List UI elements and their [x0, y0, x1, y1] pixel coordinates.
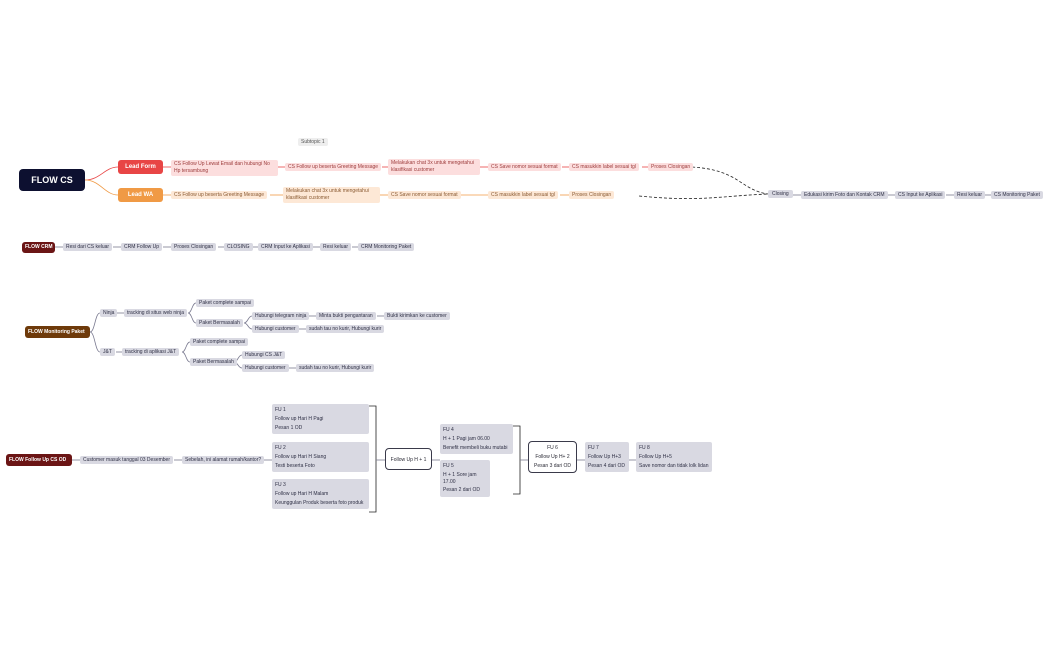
flow-monitoring-root[interactable]: FLOW Monitoring Paket [25, 326, 90, 338]
fu5-card[interactable]: FU 5 H + 1 Sore jam 17.00 Pesan 2 dari O… [440, 460, 490, 497]
lead-wa-step-1[interactable]: CS Follow up beserta Greeting Message [171, 191, 268, 199]
ninja-node[interactable]: Ninja [100, 309, 118, 317]
lead-wa-step-2[interactable]: Melakukan chat 3x untuk mengetahui klasi… [283, 187, 380, 203]
fu4-title: FU 4 [443, 427, 454, 433]
fu2-title: FU 2 [275, 445, 286, 451]
lead-form-step-2[interactable]: CS Follow up beserta Greeting Message [285, 163, 382, 171]
follow-up-h1-node[interactable]: Follow Up H + 1 [385, 448, 432, 470]
fu1-card[interactable]: FU 1 Follow up Hari H Pagi Pesan 1 OD [272, 404, 369, 435]
fu5-line-2: Pesan 2 dari OD [443, 487, 480, 494]
fu3-card[interactable]: FU 3 Follow up Hari H Malam Keunggulan P… [272, 479, 369, 510]
ninja-problem[interactable]: Paket Bermasalah [196, 319, 243, 327]
fu4-card[interactable]: FU 4 H + 1 Pagi jam 06.00 Benefit membel… [440, 424, 513, 455]
ninja-contact-customer[interactable]: Hubungi customer [252, 325, 299, 333]
fu1-line-1: Follow up Hari H Pagi [275, 415, 324, 422]
fu8-line-2: Save nomor dan tidak lolk lidan [639, 462, 709, 469]
fu8-card[interactable]: FU 8 Follow Up H+5 Save nomor dan tidak … [636, 442, 712, 473]
fu7-line-1: Follow Up H+3 [588, 453, 621, 460]
fu4-line-2: Benefit membeli buku mutabi [443, 444, 508, 451]
followup-ask-address[interactable]: Sebelah, ini alamat rumah/kantor? [182, 456, 265, 464]
jnt-tracking[interactable]: tracking di aplikasi J&T [122, 348, 180, 356]
jnt-contact-cs[interactable]: Hubungi CS J&T [242, 351, 286, 359]
flow-crm-root[interactable]: FLOW CRM [22, 242, 55, 253]
ninja-proof[interactable]: Minta bukti pengantaran [316, 312, 376, 320]
fu6-line-2: Pesan 3 dari OD [534, 462, 571, 469]
fu1-line-2: Pesan 1 OD [275, 424, 303, 431]
fu7-line-2: Pesan 4 dari OD [588, 462, 625, 469]
closing-step-3[interactable]: Resi keluar [954, 191, 986, 199]
fu6-box[interactable]: FU 6 Follow Up H+ 2 Pesan 3 dari OD [528, 441, 577, 474]
fu8-title: FU 8 [639, 445, 650, 451]
fu3-line-2: Keunggulan Produk beserta foto produk [275, 499, 364, 506]
fu3-line-1: Follow up Hari H Malam [275, 490, 329, 497]
fu6-title: FU 6 [547, 445, 558, 451]
lead-form-step-4[interactable]: CS Save nomor sesuai format [488, 163, 561, 171]
lead-form-step-1[interactable]: CS Follow Up Lewat Email dan hubungi No … [171, 160, 278, 176]
closing-step-2[interactable]: CS Input ke Aplikasi [895, 191, 946, 199]
followup-customer[interactable]: Customer masuk tanggal 03 Desember [80, 456, 173, 464]
closing-step-1[interactable]: Edukasi kirim Foto dan Kontak CRM [801, 191, 888, 199]
ninja-send-proof[interactable]: Bukti kirimkan ke customer [384, 312, 450, 320]
crm-step-3[interactable]: Proses Closingan [171, 243, 217, 251]
jnt-already-known[interactable]: sudah tau no kurir, Hubungi kurir [296, 364, 375, 372]
fu6-line-1: Follow Up H+ 2 [535, 453, 570, 460]
fu1-title: FU 1 [275, 407, 286, 413]
jnt-problem[interactable]: Paket Bermasalah [190, 358, 237, 366]
crm-step-6[interactable]: Resi keluar [320, 243, 352, 251]
fu3-title: FU 3 [275, 482, 286, 488]
flow-cs-root[interactable]: FLOW CS [19, 169, 85, 191]
fu2-card[interactable]: FU 2 Follow up Hari H Siang Testi besert… [272, 442, 369, 473]
lead-wa-step-3[interactable]: CS Save nomor sesuai format [388, 191, 461, 199]
ninja-already-known[interactable]: sudah tau no kurir, Hubungi kurir [306, 325, 385, 333]
fu7-title: FU 7 [588, 445, 599, 451]
crm-step-1[interactable]: Resi dari CS keluar [63, 243, 113, 251]
lead-form-step-3[interactable]: Melakukan chat 3x untuk mengetahui klasi… [388, 159, 480, 175]
fu5-line-1: H + 1 Sore jam 17.00 [443, 471, 477, 485]
fu2-line-1: Follow up Hari H Siang [275, 453, 327, 460]
subtopic-node[interactable]: Subtopic 1 [298, 138, 328, 146]
closing-node[interactable]: Closing [768, 190, 793, 198]
lead-form-node[interactable]: Lead Form [118, 160, 163, 174]
jnt-complete[interactable]: Paket complete sampai [190, 338, 248, 346]
crm-step-7[interactable]: CRM Monitoring Paket [358, 243, 415, 251]
crm-step-5[interactable]: CRM Input ke Aplikasi [258, 243, 313, 251]
jnt-contact-customer[interactable]: Hubungi customer [242, 364, 289, 372]
fu5-title: FU 5 [443, 463, 454, 469]
lead-form-step-5[interactable]: CS masukkin label sesuai tgl [569, 163, 639, 171]
crm-step-2[interactable]: CRM Follow Up [121, 243, 163, 251]
crm-step-4[interactable]: CLOSING [224, 243, 253, 251]
lead-wa-step-4[interactable]: CS masukkin label sesuai tgl [488, 191, 558, 199]
closing-step-4[interactable]: CS Monitoring Paket [991, 191, 1043, 199]
jnt-node[interactable]: J&T [100, 348, 115, 356]
fu8-line-1: Follow Up H+5 [639, 453, 672, 460]
lead-wa-node[interactable]: Lead WA [118, 188, 163, 202]
fu2-line-2: Testi beserta Foto [275, 462, 315, 469]
lead-wa-step-5[interactable]: Proses Closingan [569, 191, 615, 199]
ninja-complete[interactable]: Paket complete sampai [196, 299, 254, 307]
fu4-line-1: H + 1 Pagi jam 06.00 [443, 435, 490, 442]
ninja-tracking[interactable]: tracking di situs web ninja [124, 309, 187, 317]
flow-followup-root[interactable]: FLOW Follow Up CS OD [6, 454, 72, 466]
fu7-card[interactable]: FU 7 Follow Up H+3 Pesan 4 dari OD [585, 442, 629, 473]
ninja-contact-courier[interactable]: Hubungi telegram ninja [252, 312, 310, 320]
lead-form-step-6[interactable]: Proses Closingan [648, 163, 694, 171]
